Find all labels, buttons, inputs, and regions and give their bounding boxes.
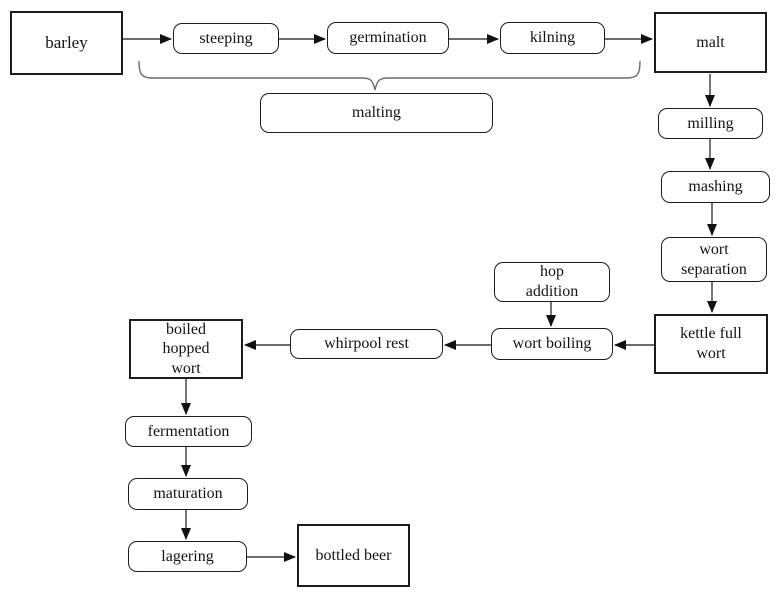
node-fermentation: fermentation	[125, 416, 252, 447]
node-milling: milling	[658, 108, 763, 139]
node-whirpool-rest: whirpool rest	[290, 329, 443, 359]
node-bottled-beer: bottled beer	[297, 524, 410, 587]
node-wort-boiling: wort boiling	[491, 328, 613, 360]
node-boiled-hopped-wort: boiled hopped wort	[129, 319, 243, 379]
node-hop-addition: hop addition	[494, 262, 610, 302]
node-barley: barley	[10, 11, 123, 75]
node-malt: malt	[654, 12, 767, 73]
malting-brace	[138, 60, 641, 91]
node-germination: germination	[327, 22, 449, 54]
node-mashing: mashing	[661, 171, 770, 203]
node-lagering: lagering	[128, 541, 247, 572]
node-wort-separation: wort separation	[661, 237, 767, 282]
node-kilning: kilning	[500, 22, 605, 54]
node-maturation: maturation	[128, 478, 248, 510]
node-malting: malting	[260, 93, 493, 133]
node-kettle-full-wort: kettle full wort	[654, 314, 768, 374]
node-steeping: steeping	[173, 23, 279, 54]
